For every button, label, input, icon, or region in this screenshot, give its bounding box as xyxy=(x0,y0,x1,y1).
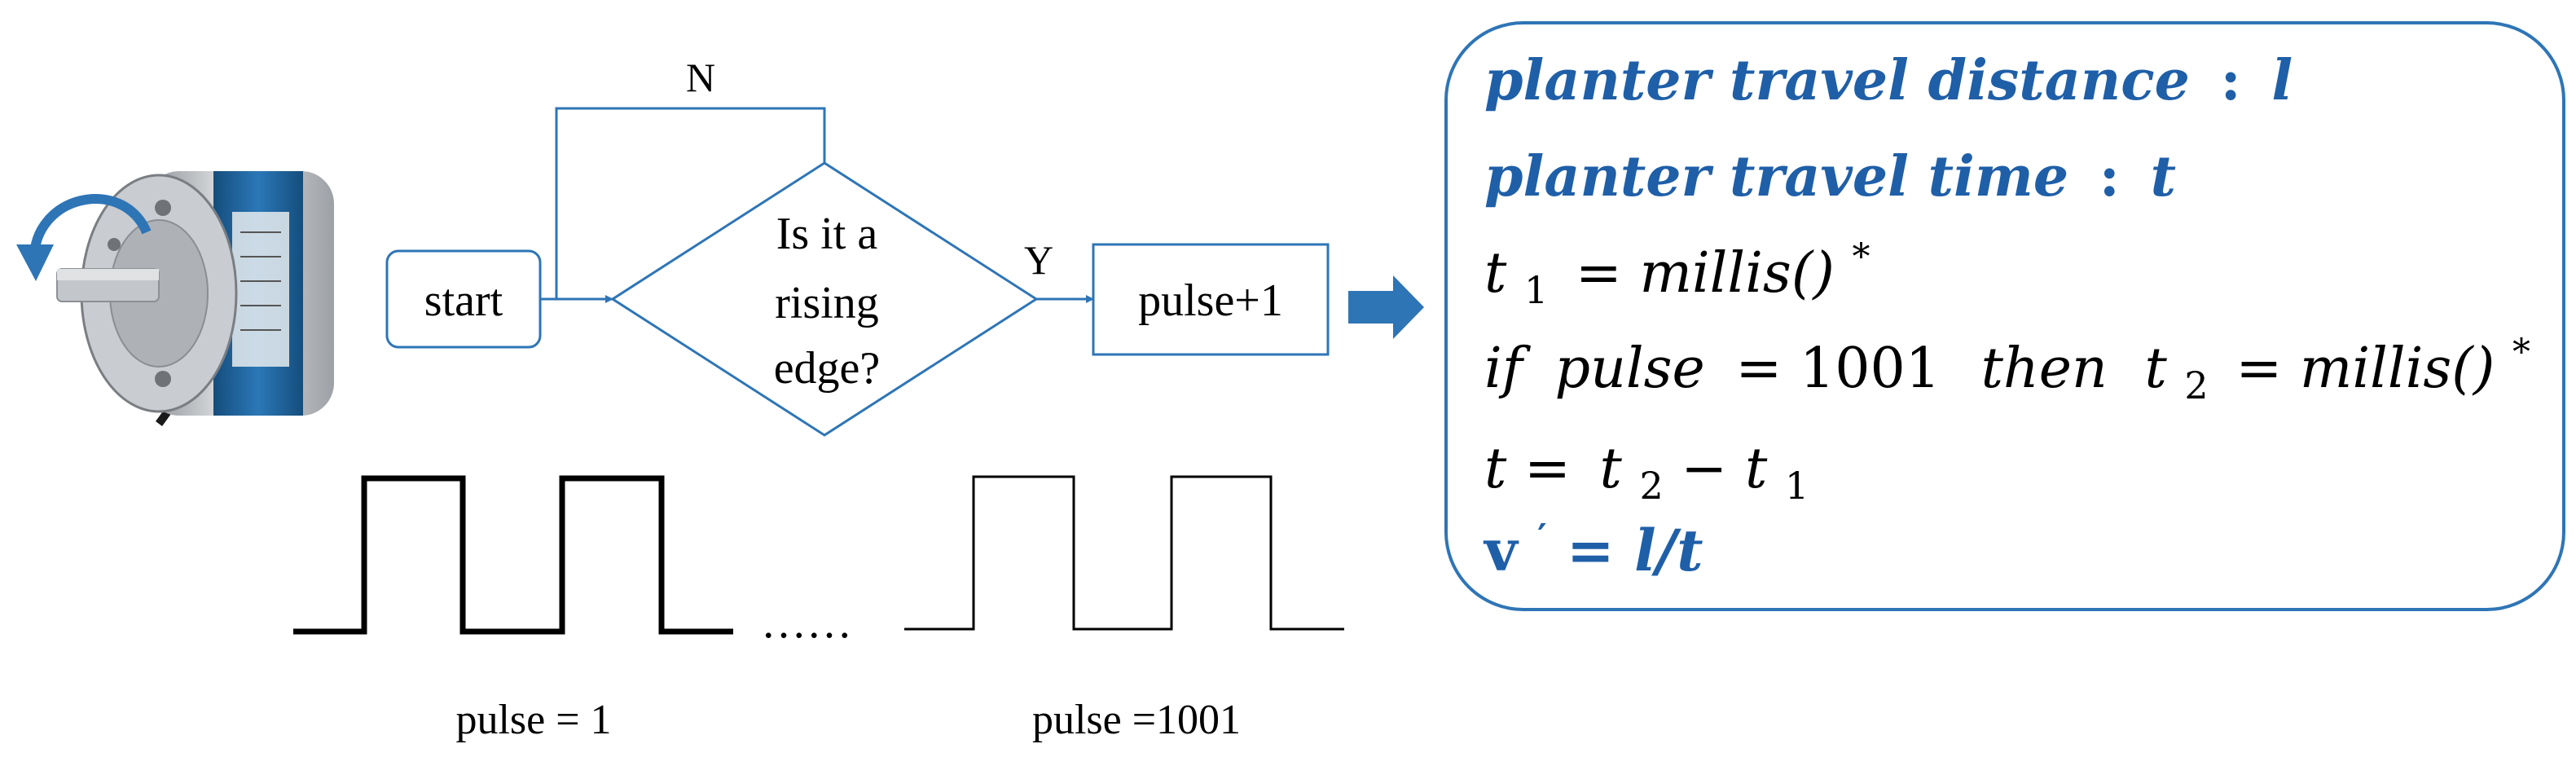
pulse-last-label: pulse =1001 xyxy=(1032,697,1241,743)
no-loop-connector xyxy=(555,107,826,299)
decision-line-3: edge? xyxy=(774,343,881,394)
formula-line-velocity: v ′ = l/t xyxy=(1483,495,1703,584)
pulse-train-last xyxy=(904,475,1344,631)
pulse-first-label: pulse = 1 xyxy=(455,697,611,743)
flowchart: start N Is it a rising edge? Y pulse+1 xyxy=(385,55,1424,437)
yes-branch-label: Y xyxy=(1024,237,1053,283)
action-node xyxy=(1092,243,1330,356)
formula-line-duration: t = t 2 − t 1 xyxy=(1484,437,1809,513)
formula-line-time: planter travel time : t xyxy=(1484,144,2176,209)
formula-panel-frame xyxy=(1444,21,2565,611)
pulse-waveform: …… pulse = 1 pulse =1001 xyxy=(293,475,1344,743)
start-label: start xyxy=(424,275,503,326)
decision-line-1: Is it a xyxy=(776,209,878,259)
decision-node xyxy=(610,161,1039,437)
rotation-arrow-icon xyxy=(16,194,152,281)
formula-panel: planter travel distance : l planter trav… xyxy=(1444,21,2565,611)
formula-line-distance: planter travel distance : l xyxy=(1484,48,2292,113)
right-block-arrow-icon xyxy=(1348,275,1424,339)
pulse-train-first xyxy=(293,475,733,635)
no-branch-label: N xyxy=(686,55,715,100)
rotary-encoder-image xyxy=(56,171,334,426)
action-label: pulse+1 xyxy=(1138,275,1283,326)
formula-line-t1: t 1 = millis() * xyxy=(1484,236,1870,317)
formula-line-condition: if pulse = 1001 then t 2 = millis() * xyxy=(1484,332,2530,412)
waveform-ellipsis: …… xyxy=(761,597,852,648)
decision-line-2: rising xyxy=(775,278,879,328)
